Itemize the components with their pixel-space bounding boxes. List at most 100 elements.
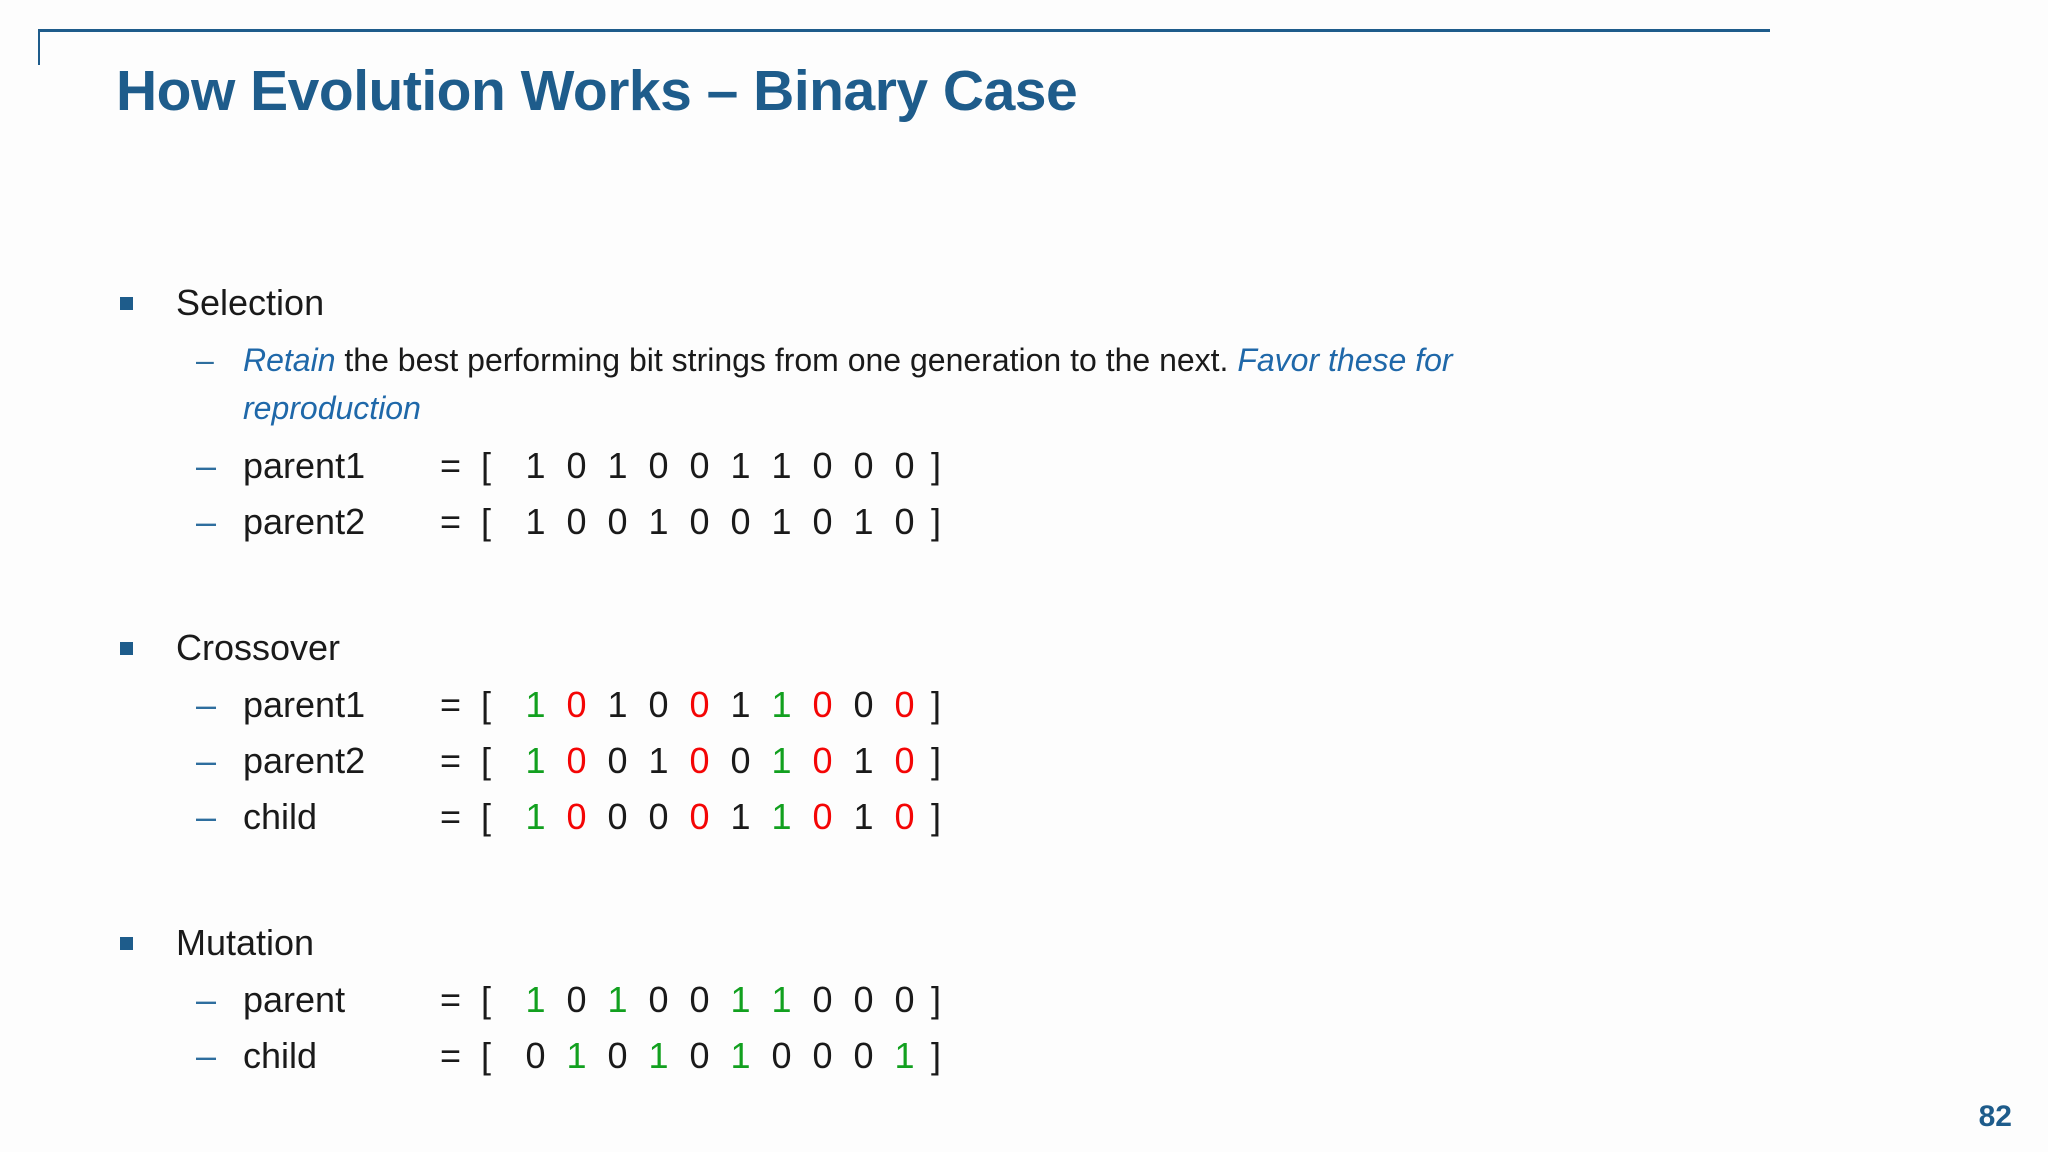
bit-digit: 1 <box>730 796 751 837</box>
equals-sign: = <box>440 796 462 837</box>
slide-content: Selection–Retain the best performing bit… <box>90 280 1810 1084</box>
bit-digit: 1 <box>525 445 546 486</box>
bit-digit: 1 <box>730 684 751 725</box>
bit-digit: 0 <box>689 1035 710 1076</box>
section-heading-label: Crossover <box>176 627 341 668</box>
bit-digit: 0 <box>566 501 587 542</box>
bit-digit: 0 <box>566 445 587 486</box>
bit-digit: 1 <box>771 979 792 1020</box>
row-label: parent2 <box>243 740 366 781</box>
bit-digit: 0 <box>607 501 628 542</box>
bit-digit: 0 <box>894 740 915 781</box>
bit-digit: 0 <box>812 1035 833 1076</box>
bit-digit: 1 <box>730 979 751 1020</box>
bit-digit: 1 <box>607 445 628 486</box>
close-bracket: ] <box>931 796 942 837</box>
bit-digit: 0 <box>566 740 587 781</box>
section-heading-label: Mutation <box>176 922 315 963</box>
bit-digit: 0 <box>525 1035 546 1076</box>
bit-digit: 0 <box>812 740 833 781</box>
bit-digit: 1 <box>525 979 546 1020</box>
dash-bullet-icon: – <box>196 796 217 837</box>
section-heading-crossover: Crossover <box>90 625 1810 671</box>
bit-digit: 0 <box>853 1035 874 1076</box>
description-line: Retain the best performing bit strings f… <box>243 336 1453 384</box>
row-label: parent1 <box>243 445 366 486</box>
bit-digit: 1 <box>525 740 546 781</box>
bit-digit: 0 <box>894 979 915 1020</box>
dash-bullet-icon: – <box>196 1035 217 1076</box>
bit-digit: 0 <box>853 979 874 1020</box>
close-bracket: ] <box>931 979 942 1020</box>
bit-digit: 0 <box>566 979 587 1020</box>
row-label: child <box>243 1035 318 1076</box>
equals-sign: = <box>440 501 462 542</box>
bit-digit: 1 <box>771 684 792 725</box>
close-bracket: ] <box>931 445 942 486</box>
description-line: reproduction <box>243 384 1453 432</box>
bit-digit: 0 <box>566 684 587 725</box>
dash-bullet-icon: – <box>196 342 214 378</box>
dash-bullet-icon: – <box>196 501 217 542</box>
bit-digit: 0 <box>894 796 915 837</box>
bit-digit: 1 <box>648 501 669 542</box>
bit-digit: 1 <box>771 501 792 542</box>
bit-digit: 1 <box>525 501 546 542</box>
bit-digit: 0 <box>894 445 915 486</box>
close-bracket: ] <box>931 684 942 725</box>
section-selection: Selection–Retain the best performing bit… <box>90 280 1810 550</box>
bit-digit: 1 <box>771 796 792 837</box>
square-bullet-icon <box>120 936 133 950</box>
open-bracket: [ <box>481 979 492 1020</box>
bit-digit: 0 <box>648 979 669 1020</box>
bit-digit: 0 <box>607 1035 628 1076</box>
bit-digit: 0 <box>771 1035 792 1076</box>
bit-digit: 1 <box>648 1035 669 1076</box>
close-bracket: ] <box>931 740 942 781</box>
bit-digit: 0 <box>648 445 669 486</box>
bit-digit: 0 <box>853 684 874 725</box>
square-bullet-icon <box>120 296 133 310</box>
bit-digit: 0 <box>812 501 833 542</box>
bit-digit: 0 <box>648 796 669 837</box>
section-heading-mutation: Mutation <box>90 920 1810 966</box>
bit-digit: 0 <box>689 445 710 486</box>
close-bracket: ] <box>931 1035 942 1076</box>
bit-digit: 0 <box>730 740 751 781</box>
description-lines: Retain the best performing bit strings f… <box>243 336 1453 432</box>
bit-digit: 1 <box>771 740 792 781</box>
description-segment: Retain <box>243 342 336 378</box>
bit-digit: 1 <box>566 1035 587 1076</box>
bit-digit: 1 <box>525 684 546 725</box>
bit-digit: 0 <box>812 796 833 837</box>
dash-bullet-icon: – <box>196 445 217 486</box>
bit-digit: 1 <box>771 445 792 486</box>
bit-digit: 1 <box>894 1035 915 1076</box>
dash-bullet-icon: – <box>196 740 217 781</box>
bit-digit: 0 <box>648 684 669 725</box>
bit-digit: 1 <box>853 796 874 837</box>
bit-digit: 1 <box>730 1035 751 1076</box>
equals-sign: = <box>440 740 462 781</box>
row-label: parent2 <box>243 501 366 542</box>
top-border-rule <box>38 29 1770 65</box>
bit-digit: 0 <box>607 740 628 781</box>
equals-sign: = <box>440 979 462 1020</box>
open-bracket: [ <box>481 740 492 781</box>
bit-digit: 0 <box>689 979 710 1020</box>
equals-sign: = <box>440 684 462 725</box>
open-bracket: [ <box>481 1035 492 1076</box>
page-title: How Evolution Works – Binary Case <box>116 59 1078 123</box>
bit-digit: 0 <box>894 684 915 725</box>
bit-digit: 1 <box>525 796 546 837</box>
